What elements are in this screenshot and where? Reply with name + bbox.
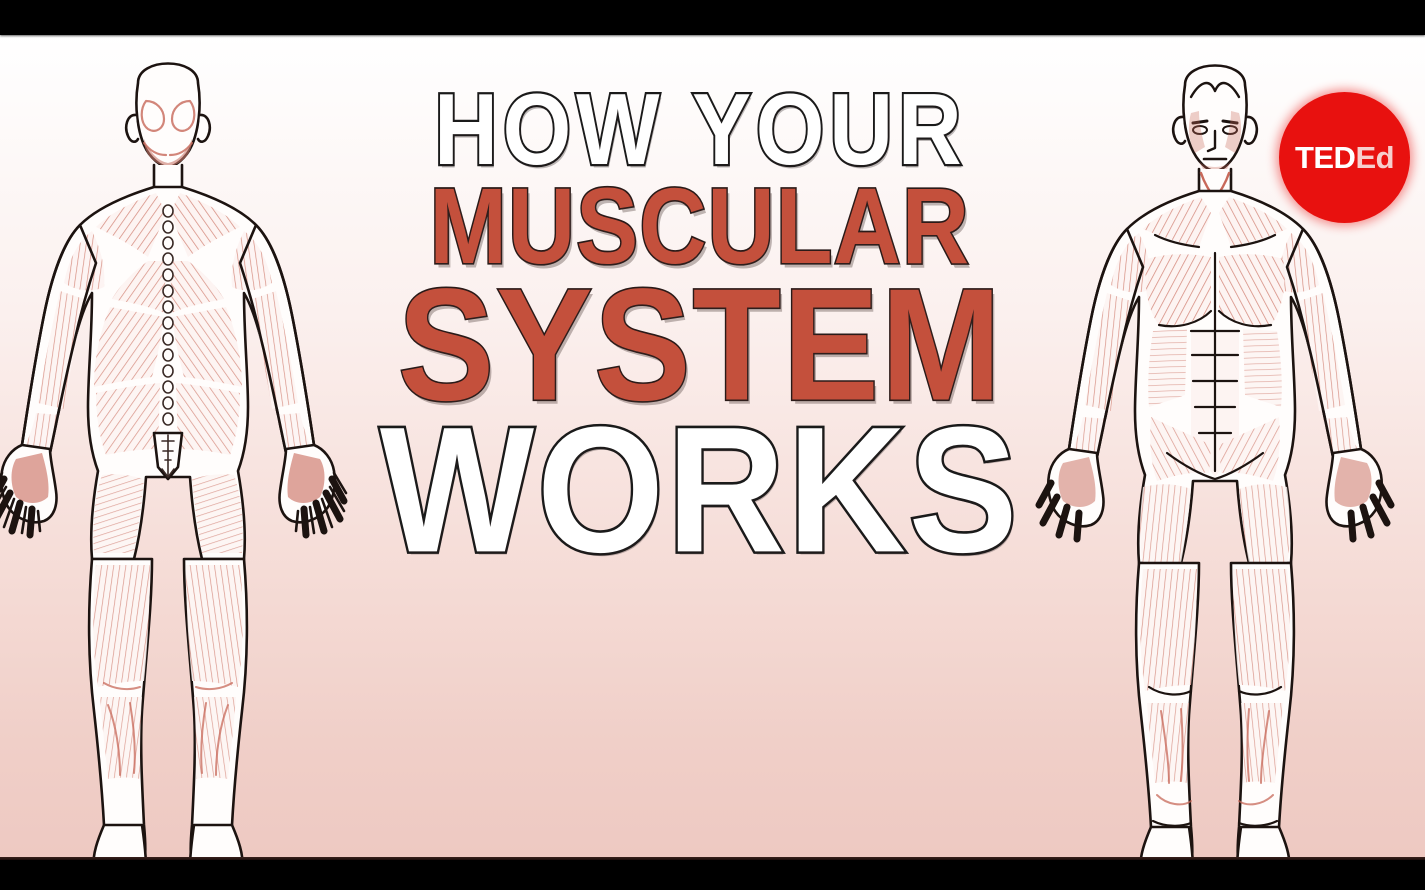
letterbox-bar-top	[0, 0, 1425, 35]
title-block: HOW YOUR MUSCULAR SYSTEM WORKS	[377, 77, 1019, 582]
ted-logo-ed: Ed	[1355, 140, 1395, 175]
title-line-works: WORKS	[377, 390, 1021, 590]
title-line-how-your: HOW YOUR	[432, 73, 967, 187]
letterbox-bar-bottom	[0, 857, 1425, 890]
ted-logo-ted: TED	[1294, 140, 1356, 175]
anatomical-figure-posterior	[0, 35, 388, 857]
